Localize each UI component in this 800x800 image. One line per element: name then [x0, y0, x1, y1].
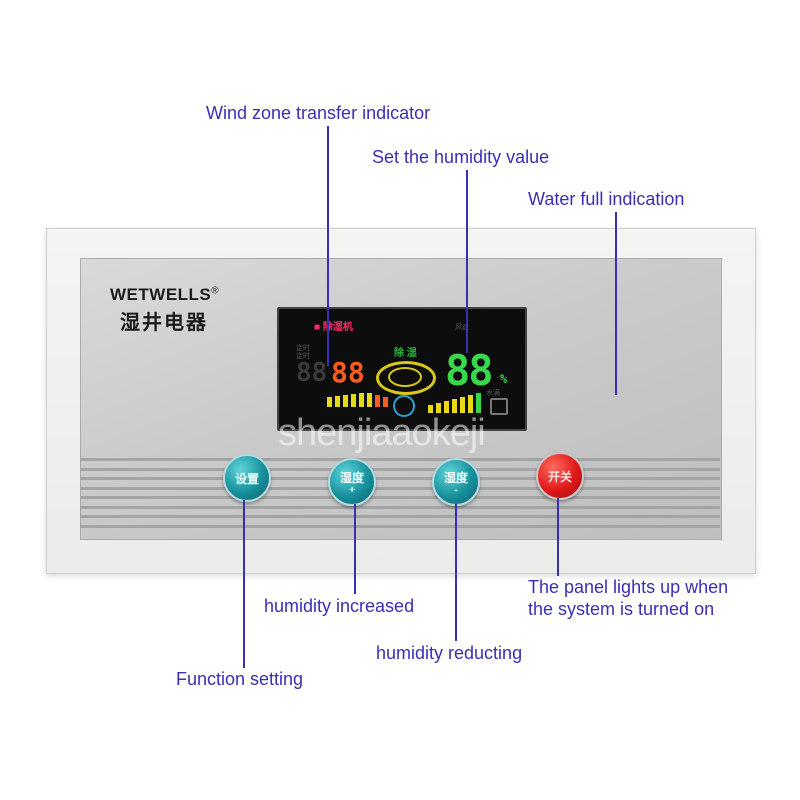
vent-louvers — [80, 458, 720, 528]
callout-panel-lights: The panel lights up when the system is t… — [528, 577, 729, 619]
leader-line-humidity-increased — [354, 504, 356, 594]
leader-line-humidity-reducting — [455, 504, 457, 641]
humidity-up-button[interactable]: 湿度 + — [328, 458, 376, 506]
lcd-label-wind: 风速 — [455, 324, 469, 331]
louver-slat — [80, 496, 720, 500]
callout-water-full: Water full indication — [528, 189, 685, 209]
bar-segment — [452, 399, 457, 413]
louver-slat — [80, 458, 720, 461]
humidity-down-label: 湿度 — [443, 470, 468, 485]
callout-function-setting: Function setting — [176, 669, 304, 689]
setting-button[interactable]: 设置 — [223, 454, 271, 502]
lcd-label-water: 水满 — [486, 390, 500, 397]
lcd-airflow-ring-icon — [376, 361, 436, 395]
leader-line-function-setting — [243, 500, 245, 668]
lcd-left-digits: 88 — [296, 358, 328, 388]
bar-segment — [468, 395, 473, 413]
bar-segment — [335, 396, 340, 407]
power-button[interactable]: 开关 — [536, 452, 584, 500]
leader-line-panel-lights — [557, 498, 559, 576]
callout-humidity-increased: humidity increased — [264, 596, 415, 616]
power-button-label: 开关 — [547, 469, 572, 484]
leader-line-water-full — [615, 212, 617, 395]
brand-logo: WETWELLS® — [110, 285, 219, 305]
setting-button-label: 设置 — [234, 471, 259, 486]
humidity-down-sign: - — [454, 484, 458, 496]
bar-segment — [428, 405, 433, 413]
bar-segment — [436, 403, 441, 413]
bar-segment — [327, 397, 332, 407]
lcd-fan-icon — [393, 395, 415, 417]
lcd-mode-text: 除湿机 — [322, 322, 353, 333]
lcd-dehumidify-label: 除 湿 — [394, 348, 417, 359]
callout-humidity-reducting: humidity reducting — [376, 643, 523, 663]
louver-slat — [80, 486, 720, 490]
humidity-down-button[interactable]: 湿度 - — [432, 458, 480, 506]
louver-slat — [80, 467, 720, 471]
louver-slat — [80, 515, 720, 519]
humidity-up-sign: + — [349, 484, 355, 496]
lcd-mid-digits: 88 — [331, 356, 365, 389]
callout-set-humidity: Set the humidity value — [372, 147, 550, 167]
lcd-right-bar-meter — [428, 393, 481, 413]
leader-line-set-humidity — [466, 170, 468, 353]
lcd-percent-sign: % — [500, 372, 508, 386]
watermark-text: shenjiaaokeji — [278, 412, 486, 454]
bar-segment — [359, 393, 364, 407]
bar-segment — [476, 393, 481, 413]
lcd-humidity-digits: 88 — [445, 346, 494, 395]
brand-chinese: 湿井电器 — [120, 312, 208, 334]
bar-segment — [351, 394, 356, 407]
lcd-label-timer-1: 定时 — [296, 345, 310, 352]
louver-slat — [80, 505, 720, 509]
bar-segment — [343, 395, 348, 407]
brand-name: WETWELLS — [110, 285, 212, 304]
louver-slat — [80, 524, 720, 528]
callout-wind-zone: Wind zone transfer indicator — [206, 103, 431, 123]
louver-slat — [80, 477, 720, 481]
bar-segment — [375, 395, 380, 407]
registered-mark: ® — [211, 285, 220, 297]
bar-segment — [383, 397, 388, 407]
bar-segment — [444, 401, 449, 413]
lcd-water-tank-icon — [490, 398, 508, 415]
bar-segment — [460, 397, 465, 413]
lcd-mode-label: ■ 除湿机 — [314, 322, 353, 333]
leader-line-wind-zone — [327, 126, 329, 366]
lcd-left-bar-meter — [327, 393, 388, 407]
humidity-up-label: 湿度 — [339, 470, 364, 485]
lcd-label-timer-2: 定时 — [296, 353, 310, 360]
bar-segment — [367, 393, 372, 407]
lcd-airflow-inner-ring-icon — [388, 367, 422, 387]
